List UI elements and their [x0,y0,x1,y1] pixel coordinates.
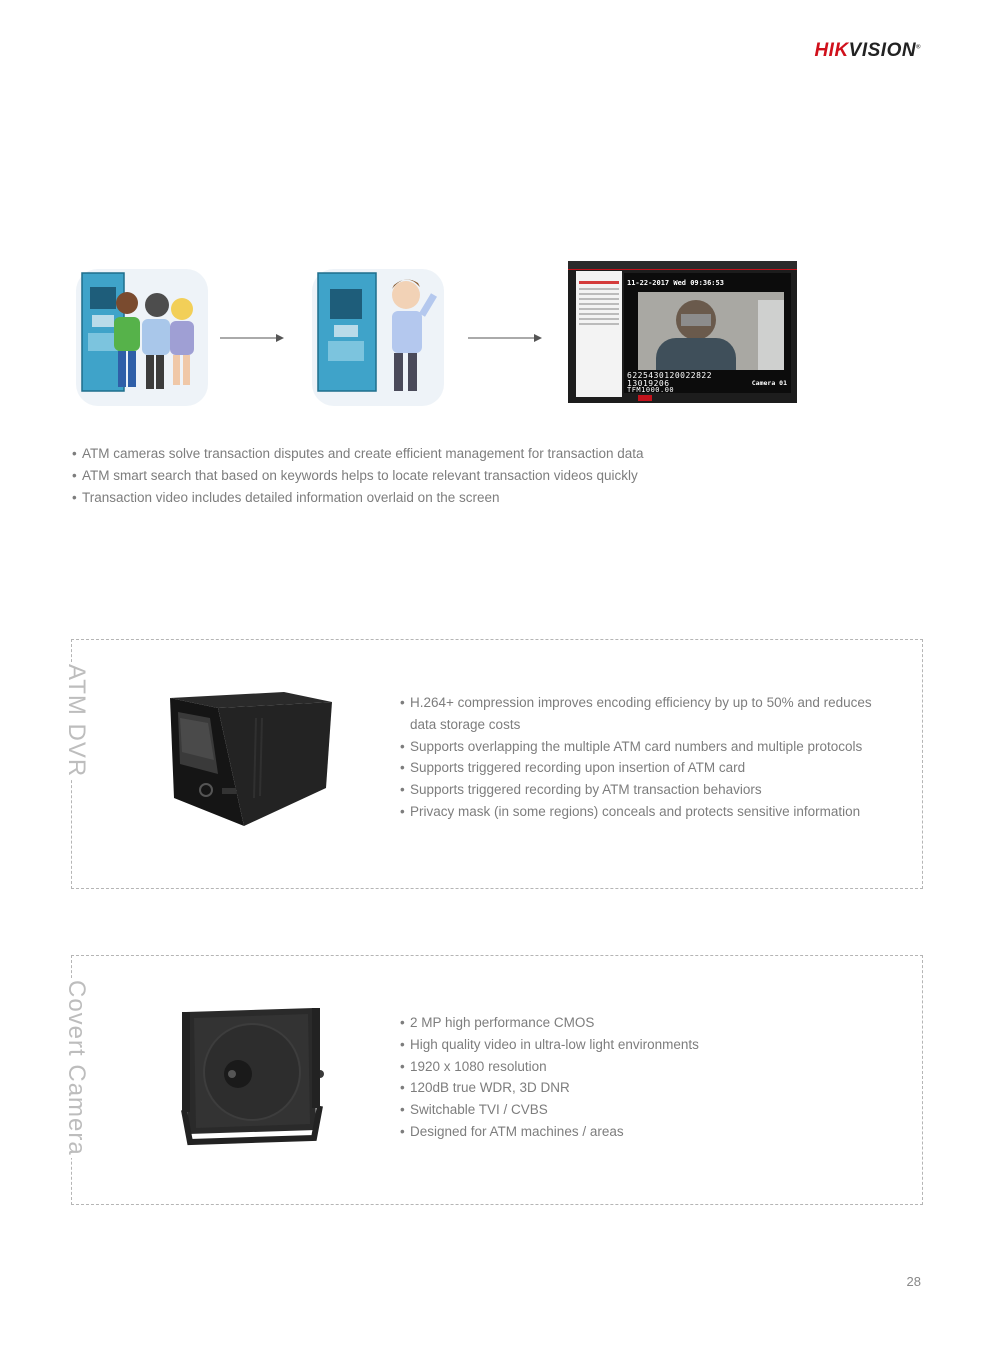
list-item: 1920 x 1080 resolution [400,1056,890,1078]
list-item: High quality video in ultra-low light en… [400,1034,890,1056]
software-sidebar [576,271,622,397]
atm-dvr-product-image [170,692,332,826]
hikvision-logo: HIKVISION® [814,40,921,61]
arrow-right-icon [468,334,542,342]
video-timestamp: 11-22-2017 Wed 09:36:53 [627,279,724,287]
list-item: H.264+ compression improves encoding eff… [400,692,890,736]
list-item: Switchable TVI / CVBS [400,1099,890,1121]
list-item: Privacy mask (in some regions) conceals … [400,801,890,823]
privacy-blur [681,314,711,326]
video-frame [638,292,784,370]
page-number: 28 [906,1274,921,1289]
software-record-button [638,395,652,401]
camera-label-overlay: Camera 01 [751,379,787,387]
camera-video-view: 11-22-2017 Wed 09:36:53 6225430120022822… [624,273,791,393]
card-number-overlay: 6225430120022822 [627,371,713,380]
list-item: Supports overlapping the multiple ATM ca… [400,736,890,758]
transaction-id-overlay: 13019206 [627,379,670,388]
covert-camera-label: Covert Camera [62,978,90,1158]
list-item: Transaction video includes detailed info… [72,487,772,509]
list-item: Supports triggered recording by ATM tran… [400,779,890,801]
software-titlebar [568,261,797,270]
covert-camera-bullets: 2 MP high performance CMOS High quality … [400,1012,890,1143]
list-item: 120dB true WDR, 3D DNR [400,1077,890,1099]
list-item: ATM smart search that based on keywords … [72,465,772,487]
nvr-software-screenshot: 11-22-2017 Wed 09:36:53 6225430120022822… [568,261,797,403]
amount-overlay: TFM1000.00 [627,387,675,393]
list-item: ATM cameras solve transaction disputes a… [72,443,772,465]
atm-queue-illustration [72,265,212,410]
atm-dispute-illustration [308,265,448,410]
atm-dvr-bullets: H.264+ compression improves encoding eff… [400,692,890,823]
list-item: Supports triggered recording upon insert… [400,757,890,779]
arrow-right-icon [220,334,284,342]
covert-camera-product-image [181,1008,324,1146]
list-item: Designed for ATM machines / areas [400,1121,890,1143]
list-item: 2 MP high performance CMOS [400,1012,890,1034]
atm-dvr-label: ATM DVR [62,662,90,780]
atm-solution-bullets: ATM cameras solve transaction disputes a… [72,443,772,508]
